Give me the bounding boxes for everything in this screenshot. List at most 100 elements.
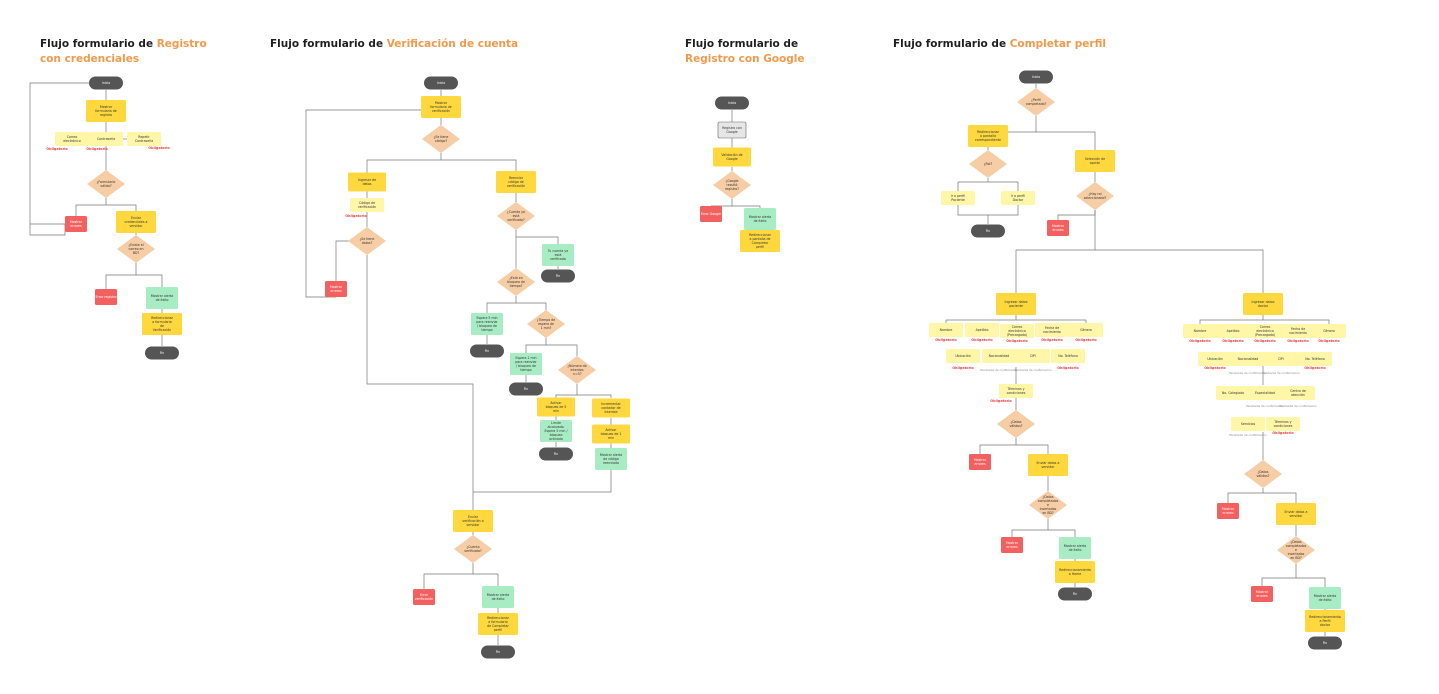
- node-label: Ubicación: [1207, 357, 1223, 361]
- node-shape: [592, 398, 630, 418]
- flow-connector: [136, 274, 163, 287]
- required-tag: Obligatorio: [1057, 366, 1079, 370]
- node-shape: [539, 447, 573, 461]
- flow-connector: [1261, 564, 1297, 586]
- flow-connector: [515, 230, 559, 244]
- node-term: Fin: [1308, 636, 1342, 650]
- flow-connector: [305, 109, 422, 298]
- flow-connector: [525, 338, 547, 353]
- node-shape: [1277, 536, 1315, 564]
- node-label: Inicio: [728, 101, 736, 105]
- node-shape: [453, 510, 493, 532]
- node-term: Fin: [541, 269, 575, 283]
- connector-layer: [29, 82, 1330, 645]
- pending-note: Pendiente de confirmación: [1279, 404, 1317, 408]
- node-shape: [537, 397, 575, 417]
- node-shape: [470, 344, 504, 358]
- node-term: Inicio: [424, 76, 458, 90]
- node-shape: [969, 454, 991, 470]
- node-shape: [997, 410, 1035, 438]
- flow-connector: [732, 205, 761, 208]
- node-shape: [1198, 352, 1232, 366]
- node-shape: [65, 216, 87, 232]
- node-input: Nombre: [929, 323, 963, 337]
- flow-connector: [1016, 444, 1049, 455]
- flow-connector: [473, 470, 612, 493]
- node-shape: [422, 125, 460, 153]
- node-input: Contraseña: [89, 132, 123, 146]
- required-tag: Obligatorio: [345, 214, 367, 218]
- required-tag: Obligatorio: [86, 147, 108, 151]
- flow-connector: [1016, 319, 1087, 323]
- flow-title-registro: Flujo formulario de Registro con credenc…: [40, 37, 215, 67]
- node-shape: [348, 172, 386, 192]
- node-label: Ubicación: [955, 354, 971, 358]
- node-term: Inicio: [1019, 70, 1053, 84]
- flow-connector: [1095, 249, 1264, 294]
- node-input: Nombre: [1183, 324, 1217, 338]
- node-label: Género: [1323, 329, 1335, 333]
- node-shape: [1305, 610, 1345, 632]
- required-tag: Obligatorio: [971, 338, 993, 342]
- node-error: Error registro: [95, 289, 117, 305]
- node-shape: [1028, 454, 1068, 476]
- node-input: Servicios: [1231, 417, 1265, 431]
- node-shape: [497, 202, 535, 230]
- node-input: Ubicación: [1198, 352, 1232, 366]
- node-shape: [968, 125, 1008, 147]
- node-shape: [1276, 503, 1316, 525]
- node-shape: [1000, 324, 1034, 338]
- node-input: No. Teléfono: [1051, 349, 1085, 363]
- node-shape: [86, 100, 126, 122]
- node-decision: ¿Rol?: [969, 150, 1007, 178]
- node-shape: [478, 613, 518, 635]
- pending-note: Pendiente de confirmación: [1014, 368, 1052, 372]
